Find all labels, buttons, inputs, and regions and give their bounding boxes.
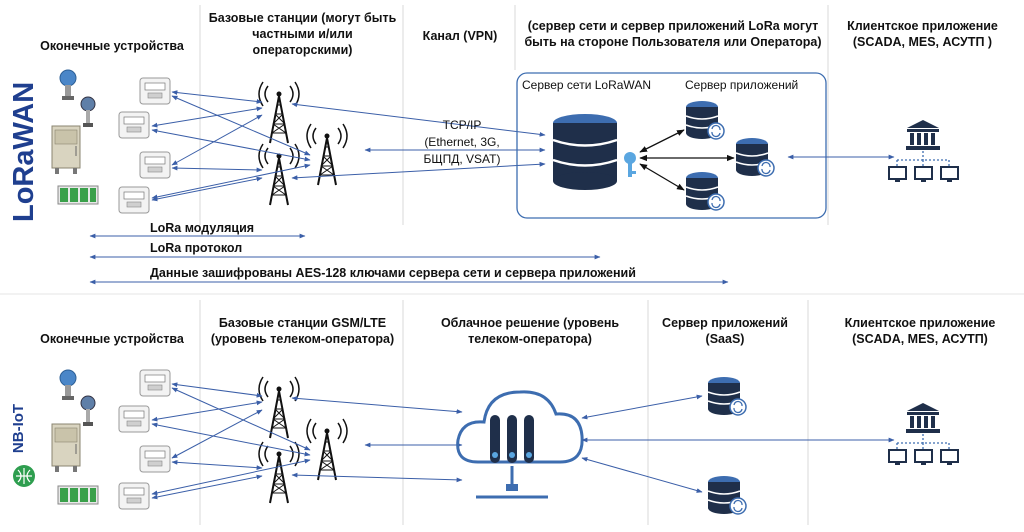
meters-top: [118, 77, 171, 214]
header-servers-note: (сервер сети и сервер приложений LoRa мо…: [524, 19, 822, 49]
cloud-icon: [456, 390, 584, 499]
layer-lora-modulation: LoRa модуляция: [150, 221, 255, 235]
svg-text:LoRaWAN: LoRaWAN: [8, 82, 40, 222]
server-links-top: [639, 129, 895, 191]
lorawan-logo: LoRaWAN: [8, 82, 40, 222]
header-client-app-bottom: Клиентское приложение (SCADA, MES, АСУТП…: [844, 316, 996, 346]
field-devices-top: [51, 69, 99, 205]
app-servers-bottom: [707, 376, 747, 515]
client-app-icon-top: [888, 119, 959, 183]
header-base-stations-top: Базовые станции (могут быть частными и/и…: [208, 11, 397, 57]
header-channel: Канал (VPN): [422, 29, 498, 43]
network-server-label: Сервер сети LoRaWAN: [522, 78, 651, 92]
radio-links-top: [151, 90, 546, 202]
app-servers-top: [685, 100, 775, 211]
nb-iot-logo: [13, 465, 35, 487]
nb-iot-logo-text: NB-IoT: [10, 403, 28, 454]
header-client-app-top: Клиентское приложение (SCADA, MES, АСУТП…: [847, 19, 998, 49]
app-server-label: Сервер приложений: [685, 78, 799, 92]
header-devices-bottom: Оконечные устройства: [40, 332, 184, 346]
meters-bottom: [118, 369, 171, 510]
header-base-stations-bottom: Базовые станции GSM/LTE (уровень телеком…: [210, 316, 395, 346]
field-devices-bottom: [51, 369, 99, 505]
header-app-server-bottom: Сервер приложений (SaaS): [662, 316, 788, 346]
layer-lora-protocol: LoRa протокол: [150, 241, 243, 255]
server-group-frame: [516, 72, 827, 219]
radio-links-bottom: [151, 382, 463, 500]
layer-arrows: [89, 233, 729, 285]
header-cloud: Облачное решение (уровень телеком-операт…: [440, 316, 620, 346]
tcpip-line-1: TCP/IP: [442, 118, 482, 132]
client-app-icon-bottom: [888, 402, 959, 466]
tcpip-line-3: БЩПД, VSAT): [423, 152, 501, 166]
tcpip-line-2: (Ethernet, 3G,: [424, 135, 500, 149]
towers-bottom: [258, 376, 348, 504]
cloud-links-bottom: [581, 394, 895, 493]
towers-top: [258, 81, 348, 206]
tcpip-label: TCP/IP (Ethernet, 3G, БЩПД, VSAT): [408, 117, 516, 168]
network-server-icon: [552, 114, 636, 190]
header-devices-top: Оконечные устройства: [40, 39, 184, 53]
layer-aes-encryption: Данные зашифрованы AES-128 ключами серве…: [150, 266, 636, 280]
